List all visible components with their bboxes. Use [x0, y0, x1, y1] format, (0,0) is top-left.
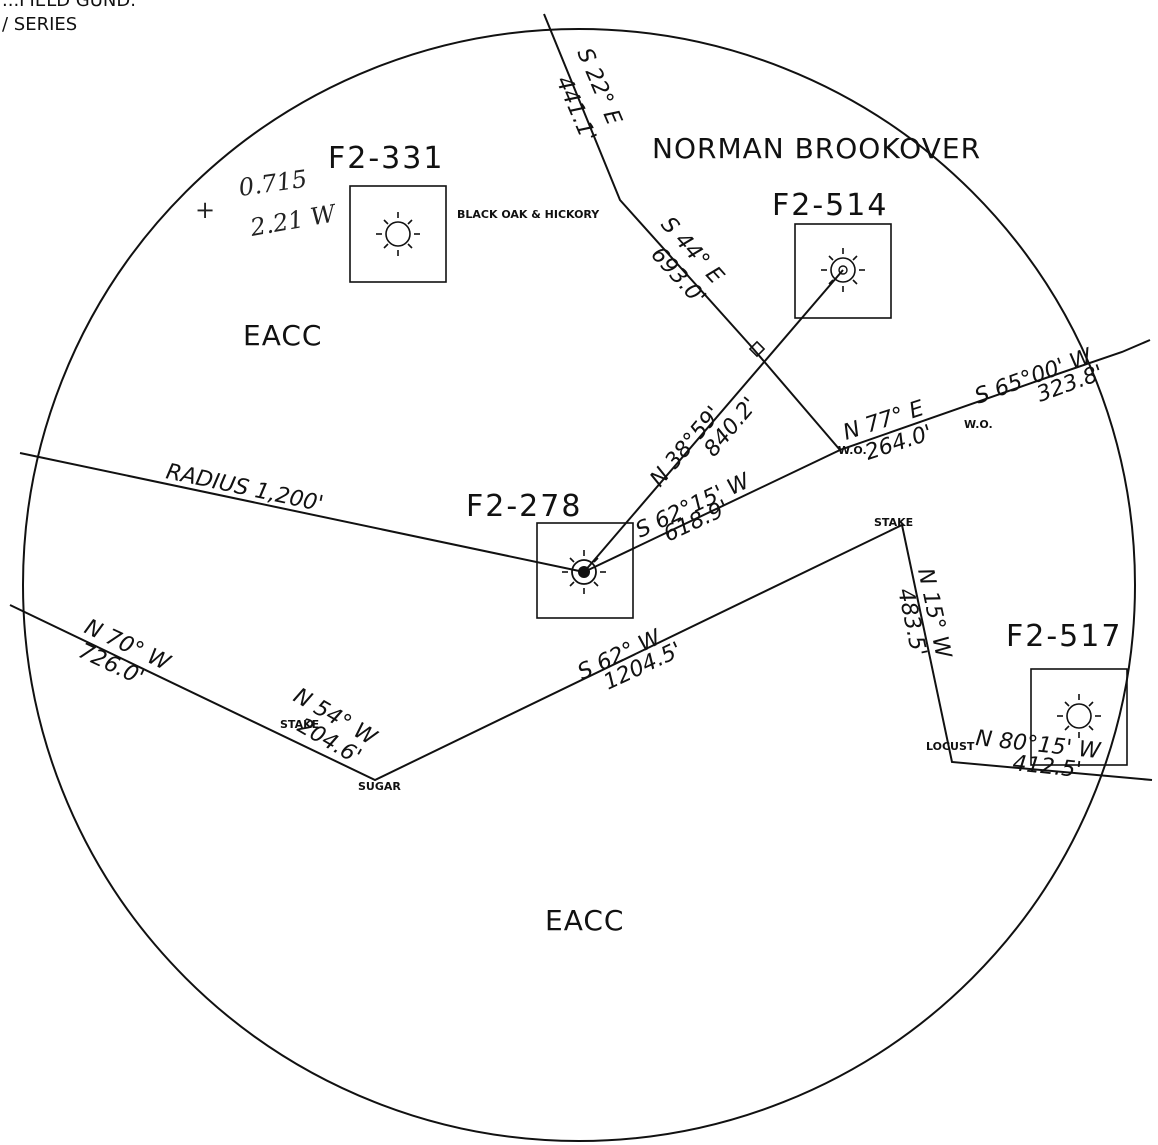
handwritten-plus: + [195, 196, 215, 224]
radius-label: RADIUS 1,200' [164, 459, 326, 517]
boundary-line-south [9, 523, 1153, 782]
header-line-2: / SERIES [2, 14, 77, 35]
handwritten-note-1: 0.715 [237, 165, 309, 202]
well-f2-517 [1030, 668, 1128, 766]
tract-label-eacc-north: EACC [243, 319, 322, 352]
marker-stake-2: STAKE [280, 718, 319, 731]
tie-line-278-boundary [583, 449, 841, 573]
marker-wo-1: W.O. [838, 444, 867, 457]
boundary-marker [748, 340, 766, 358]
handwritten-note-2: 2.21 W [247, 199, 340, 242]
marker-wo-2: W.O. [964, 418, 993, 431]
marker-sugar: SUGAR [358, 780, 401, 793]
tract-label-eacc-south: EACC [545, 904, 624, 937]
radius-line [19, 452, 585, 573]
tie-line-278-514 [583, 269, 844, 573]
marker-stake-1: STAKE [874, 516, 913, 529]
owner-label-norman-brookover: NORMAN BROOKOVER [652, 132, 981, 165]
well-f2-514 [794, 223, 892, 319]
well-label-f2-278: F2-278 [466, 489, 582, 524]
header-line-1: ...FIELD GUND. [2, 0, 136, 11]
well-label-f2-517: F2-517 [1006, 619, 1122, 654]
well-f2-331 [349, 185, 447, 283]
tree-note-black-oak-hickory: BLACK OAK & HICKORY [457, 208, 600, 221]
well-label-f2-514: F2-514 [772, 188, 888, 223]
radius-circle [22, 28, 1136, 1142]
marker-locust: LOCUST [926, 740, 975, 753]
well-label-f2-331: F2-331 [328, 141, 444, 176]
well-f2-278 [536, 522, 634, 619]
